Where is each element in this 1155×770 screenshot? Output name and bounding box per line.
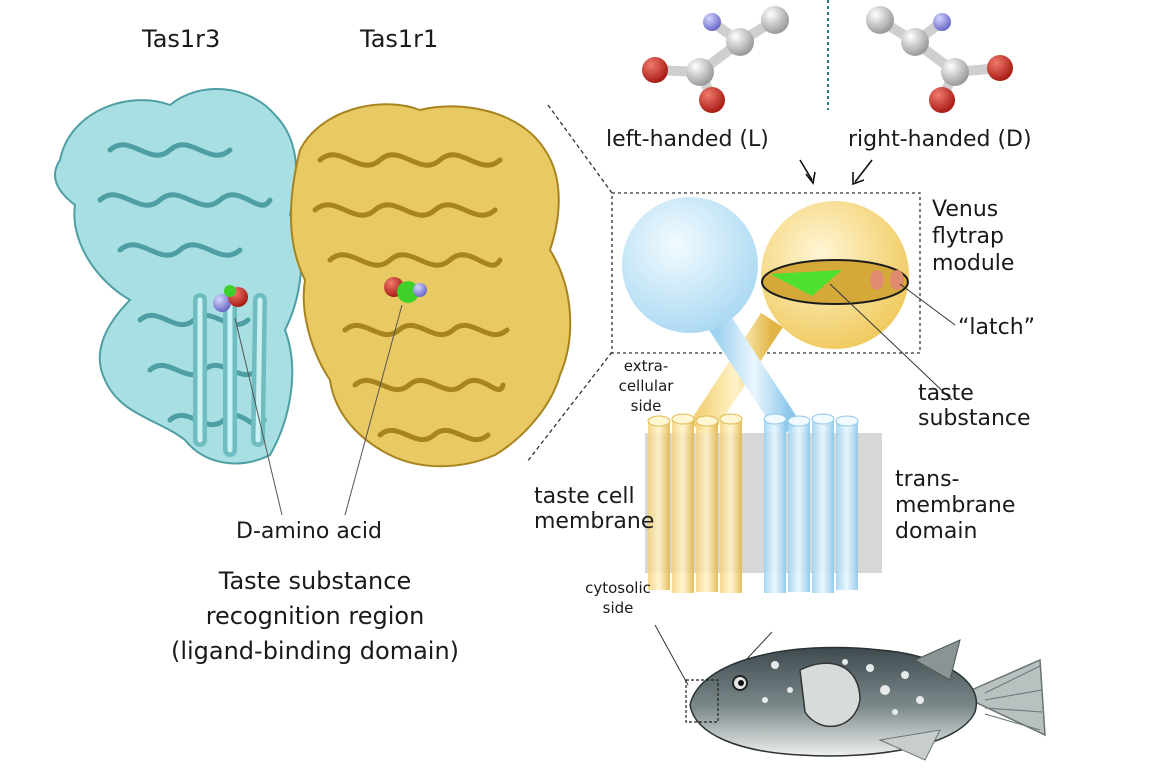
venus-label-line2: flytrap xyxy=(932,224,1004,249)
right-handed-arrow xyxy=(854,159,873,183)
tas1r3-ribbon xyxy=(54,88,303,465)
venus-label-line3: module xyxy=(932,251,1015,276)
left-handed-label: left-handed (L) xyxy=(606,127,769,152)
tas1r3-lobe xyxy=(622,197,758,333)
cytosolic-label-line1: cytosolic xyxy=(585,579,651,597)
transmembrane-helices xyxy=(647,413,859,593)
l-amino-acid-model xyxy=(642,6,789,113)
taste-substance-label-line2: substance xyxy=(918,406,1031,431)
taste-substance-label-line1: taste xyxy=(918,381,974,406)
extracellular-label-line1: extra- xyxy=(623,357,669,375)
fish-mouth-zoom-box xyxy=(685,679,719,723)
region-title-line1: Taste substance xyxy=(218,567,412,595)
extracellular-label-line2: cellular xyxy=(618,377,674,395)
pufferfish xyxy=(689,639,1046,761)
region-title-line3: (ligand-binding domain) xyxy=(170,637,460,665)
transmembrane-label-line1: trans- xyxy=(895,467,960,492)
transmembrane-label-line3: domain xyxy=(895,519,978,544)
right-handed-label: right-handed (D) xyxy=(848,127,1032,152)
zoom-guide-lines xyxy=(526,104,613,463)
latch-label: “latch” xyxy=(958,315,1036,340)
taste-substance-mark xyxy=(770,270,842,296)
ligand-left xyxy=(213,285,248,312)
tas1r1-stalk xyxy=(689,312,783,438)
tas1r3-label: Tas1r3 xyxy=(142,25,221,53)
tas1r3-stalk xyxy=(707,312,801,438)
transmembrane-label-line2: membrane xyxy=(895,493,1016,518)
d-amino-acid-label: D-amino acid xyxy=(236,519,382,544)
tas1r1-ribbon xyxy=(289,103,572,468)
extracellular-label-line3: side xyxy=(630,397,662,415)
ligand-pointer-lines xyxy=(234,304,403,516)
tas1r1-label: Tas1r1 xyxy=(360,25,439,53)
ligand-right xyxy=(384,277,427,303)
binding-cleft xyxy=(761,259,909,305)
membrane-label-line1: taste cell xyxy=(534,484,635,509)
latch-mark xyxy=(870,270,884,290)
d-amino-acid-model xyxy=(866,6,1013,113)
cytosolic-label-line2: side xyxy=(602,599,634,617)
region-title-line2: recognition region xyxy=(205,602,425,630)
left-handed-arrow xyxy=(799,159,813,181)
venus-label-line1: Venus xyxy=(932,197,999,222)
membrane-label-line2: membrane xyxy=(534,509,655,534)
